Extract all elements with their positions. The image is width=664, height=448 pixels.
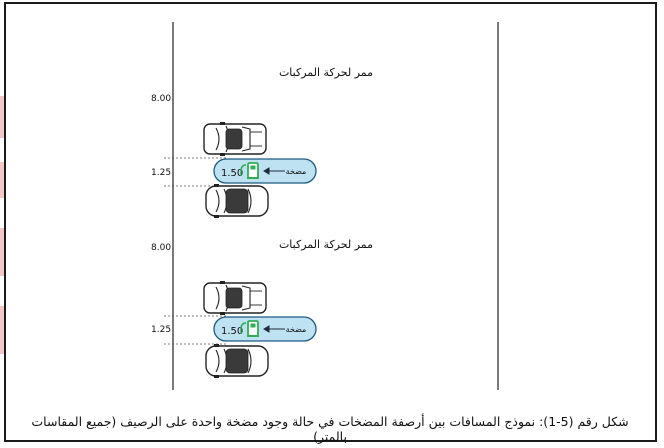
- lower-pump-arrow-icon: [263, 325, 285, 333]
- figure-caption: شكل رقم (5-1): نموذج المسافات بين أرصفة …: [31, 414, 629, 444]
- upper-pump-label: مضخة: [286, 167, 307, 176]
- edge-decoration: [0, 96, 4, 396]
- upper-pump-arrow-icon: [263, 167, 285, 175]
- upper-island-width: 1.25: [151, 168, 171, 178]
- lower-pickup-car: [203, 280, 267, 316]
- upper-lane-label: ممر لحركة المركبات: [279, 66, 373, 79]
- lower-lane-label: ممر لحركة المركبات: [279, 238, 373, 251]
- upper-suv-car: [205, 183, 269, 219]
- lower-lane-width: 8.00: [151, 243, 171, 253]
- lower-pump-label: مضخة: [286, 325, 307, 334]
- upper-lane-width: 8.00: [151, 94, 171, 104]
- figure-frame: [4, 2, 657, 442]
- upper-island-inner-width: 1.50: [221, 168, 243, 179]
- upper-pickup-car: [203, 121, 267, 157]
- lower-island-inner-width: 1.50: [221, 326, 243, 337]
- lower-island-width: 1.25: [151, 325, 171, 335]
- lower-suv-car: [205, 343, 269, 379]
